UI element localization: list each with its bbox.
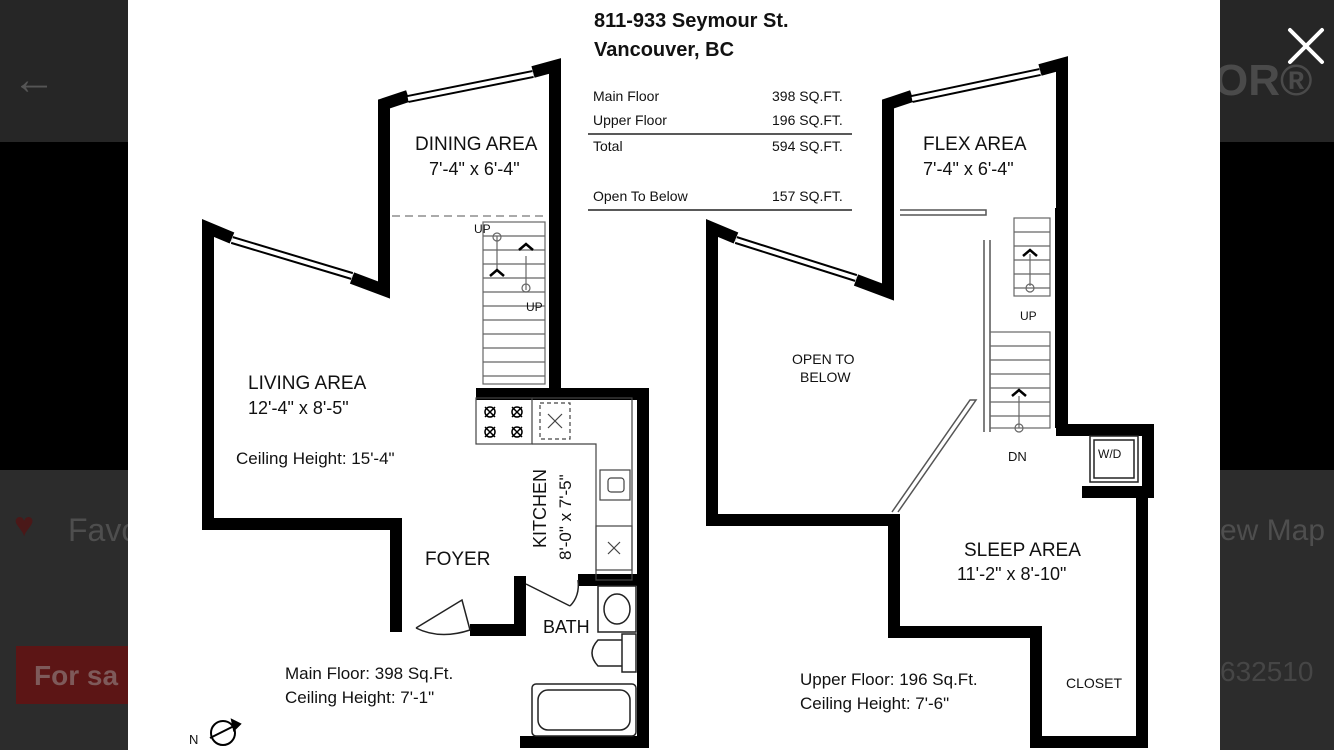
sleep-area-label: SLEEP AREA [964,540,1081,561]
chevron-up-icon [1011,388,1027,397]
status-label: For sa [34,660,119,691]
upper-floor-ceiling: Ceiling Height: 7'-6" [800,694,949,713]
upper-floor-area: Upper Floor: 196 Sq.Ft. [800,670,978,689]
flex-area-label: FLEX AREA [923,134,1027,155]
foyer-label: FOYER [425,549,490,570]
living-ceiling-height: Ceiling Height: 15'-4" [236,449,395,468]
table-label-open: Open To Below [593,188,689,204]
washer-dryer [1089,435,1139,483]
listing-id: 632510 [1220,656,1314,687]
upper-floor-window-sills [734,68,1041,282]
main-floor-ceiling: Ceiling Height: 7'-1" [285,688,434,707]
brand-logo: OR® [1214,56,1313,105]
stair-up-label: UP [1020,309,1037,323]
stair-up-label: UP [526,300,543,314]
view-map-link[interactable]: ew Map [1220,514,1326,547]
chevron-down-icon [489,268,505,277]
bath-fixtures [531,585,637,737]
living-area-label: LIVING AREA [248,373,367,394]
north-compass-icon [209,718,242,746]
upper-floor-walls [706,56,1154,748]
address-line-2: Vancouver, BC [594,39,734,61]
floorplan-image: 811-933 Seymour St. Vancouver, BC Main F… [128,0,1220,750]
floorplan-drawing: 811-933 Seymour St. Vancouver, BC Main F… [189,10,1154,748]
close-button[interactable] [1284,24,1328,68]
sleep-area-dims: 11'-2" x 8'-10" [957,564,1066,584]
washer-dryer-label: W/D [1098,447,1122,461]
kitchen-label: KITCHEN [530,469,550,548]
status-badge: For sa [16,646,132,704]
open-to-below-label: OPEN TO [792,351,855,367]
heart-icon[interactable]: ♥ [14,506,35,544]
upper-railing [891,209,991,513]
table-value-main: 398 SQ.FT. [772,88,843,104]
main-stairs [482,221,546,385]
closet-label: CLOSET [1066,675,1122,691]
main-floor-window-sills [230,70,534,280]
bath-label: BATH [543,617,590,637]
kitchen-dims: 8'-0" x 7'-5" [556,474,575,560]
table-value-total: 594 SQ.FT. [772,138,843,154]
upper-stairs [989,217,1051,433]
back-arrow-icon[interactable]: ← [12,55,56,104]
table-label-upper: Upper Floor [593,112,667,128]
table-value-upper: 196 SQ.FT. [772,112,843,128]
chevron-up-icon [518,242,534,251]
kitchen-counter [475,397,633,581]
chevron-up-icon [1022,248,1038,257]
table-value-open: 157 SQ.FT. [772,188,843,204]
stove-burners [484,406,523,438]
dining-area-label: DINING AREA [415,134,538,155]
flex-area-dims: 7'-4" x 6'-4" [923,159,1014,179]
address-line-1: 811-933 Seymour St. [594,10,789,32]
open-to-below-label: BELOW [800,369,851,385]
compass-north-label: N [189,732,198,747]
stair-up-label: UP [474,222,491,236]
close-icon [1288,28,1324,64]
table-label-main: Main Floor [593,88,659,104]
favorite-label[interactable]: Favo [68,512,140,548]
living-area-dims: 12'-4" x 8'-5" [248,398,349,418]
door-swings [415,579,580,636]
stair-down-label: DN [1008,449,1027,464]
table-label-total: Total [593,138,623,154]
main-floor-area: Main Floor: 398 Sq.Ft. [285,664,453,683]
dining-area-dims: 7'-4" x 6'-4" [429,159,520,179]
